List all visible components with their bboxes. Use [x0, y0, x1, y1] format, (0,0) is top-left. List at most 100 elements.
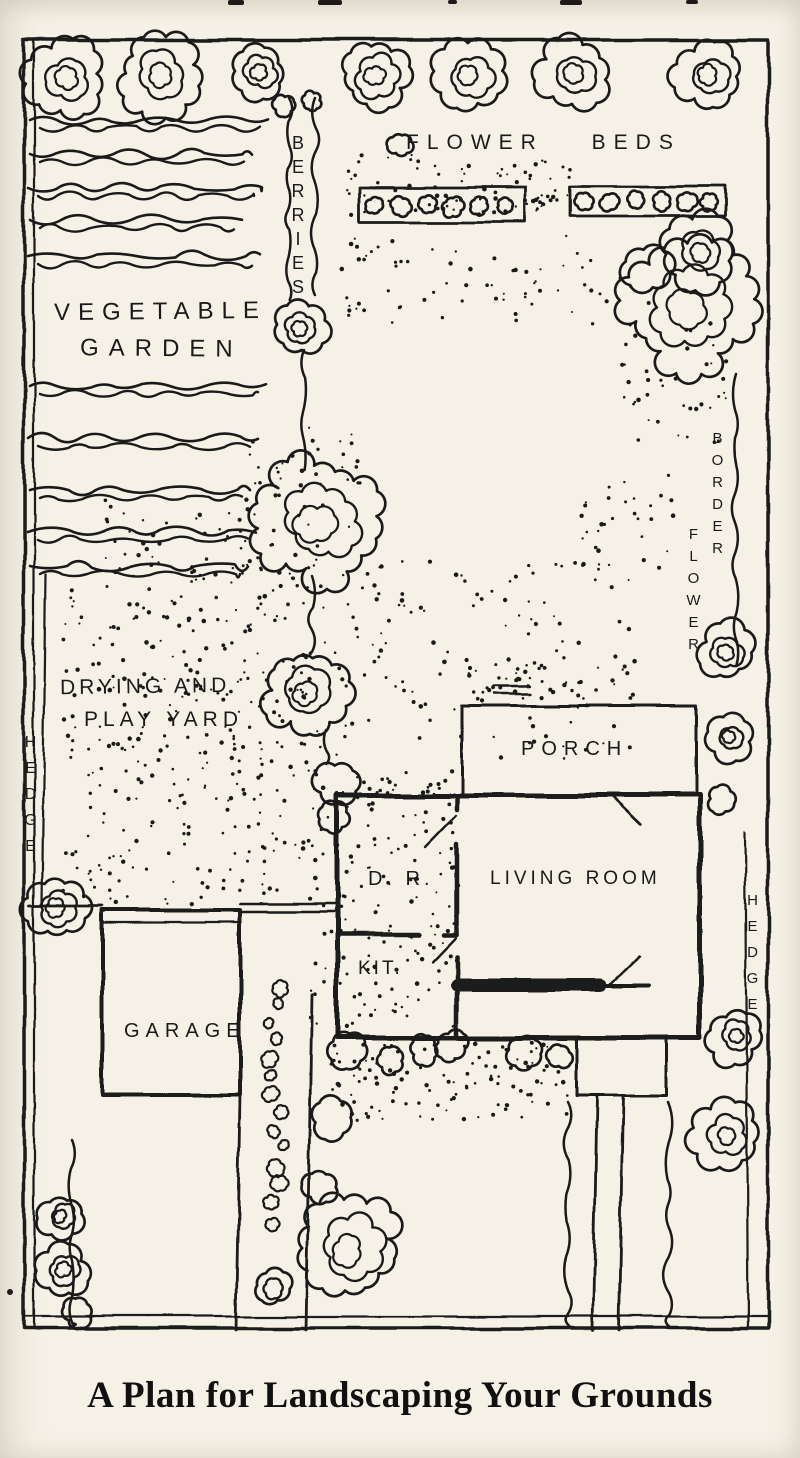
stipple-dot	[383, 1043, 386, 1047]
stipple-dot	[307, 523, 310, 526]
stipple-dot	[453, 1057, 457, 1060]
stipple-dot	[236, 680, 239, 683]
stipple-dot	[159, 639, 162, 642]
stipple-dot	[87, 773, 90, 777]
stipple-dot	[102, 530, 105, 533]
stipple-dot	[512, 163, 517, 168]
stipple-dot	[322, 931, 327, 936]
stipple-dot	[113, 789, 118, 793]
stipple-dot	[528, 716, 532, 720]
stipple-dot	[529, 1050, 533, 1054]
stipple-dot	[144, 640, 149, 645]
stipple-dot	[202, 531, 207, 536]
stipple-dot	[315, 558, 318, 561]
stipple-dot	[356, 481, 360, 485]
stipple-dot	[448, 861, 452, 865]
stipple-dot	[607, 563, 611, 567]
stipple-dot	[88, 805, 93, 810]
stipple-dot	[370, 1105, 374, 1109]
stipple-dot	[488, 1076, 494, 1082]
stipple-dot	[262, 902, 265, 906]
stipple-dot	[125, 895, 129, 898]
stipple-dot	[122, 828, 125, 832]
stipple-dot	[198, 751, 202, 755]
scan-mark	[7, 1289, 13, 1295]
stipple-dot	[641, 558, 646, 563]
stipple-dot	[367, 802, 371, 807]
bush-inner	[648, 263, 734, 348]
stipple-dot	[64, 851, 68, 855]
stipple-dot	[627, 745, 632, 750]
stipple-dot	[721, 376, 726, 381]
stipple-dot	[593, 545, 598, 550]
stipple-dot	[629, 285, 633, 289]
stipple-dot	[299, 741, 304, 746]
stipple-dot	[350, 1093, 353, 1096]
stipple-dot	[347, 192, 351, 196]
stipple-dot	[604, 299, 609, 304]
stipple-dot	[178, 794, 182, 798]
stipple-dot	[281, 660, 285, 663]
stipple-dot	[296, 688, 299, 692]
hedge-right-line	[743, 830, 750, 1330]
label-berries: BERRIES	[288, 133, 308, 301]
stipple-dot	[349, 441, 354, 446]
stipple-dot	[279, 814, 282, 818]
stipple-dot	[708, 321, 713, 326]
stipple-dot	[201, 618, 207, 624]
stipple-dot	[540, 205, 543, 208]
stipple-dot	[259, 602, 263, 606]
stipple-dot	[329, 1062, 333, 1066]
stipple-dot	[397, 603, 401, 607]
stipple-dot	[134, 838, 139, 844]
stipple-dot	[256, 822, 261, 826]
stipple-dot	[199, 684, 203, 688]
stipple-dot	[336, 1052, 339, 1055]
planting-line	[730, 372, 740, 668]
bush-blob	[504, 1034, 544, 1072]
stipple-dot	[316, 730, 319, 733]
stipple-dot	[259, 902, 263, 906]
stipple-dot	[189, 902, 194, 907]
stipple-dot	[389, 1044, 394, 1048]
bush-blob	[300, 1169, 339, 1206]
stipple-dot	[256, 652, 259, 655]
stipple-dot	[514, 180, 519, 185]
stipple-dot	[187, 778, 190, 781]
stipple-dot	[514, 205, 517, 208]
bush-inner	[283, 664, 332, 715]
stipple-dot	[498, 755, 504, 760]
stipple-dot	[402, 814, 405, 818]
stipple-dot	[437, 172, 441, 176]
bush-blob	[325, 1030, 369, 1071]
stipple-dot	[419, 1066, 423, 1070]
stipple-dot	[435, 924, 440, 929]
bush-core	[716, 1126, 737, 1147]
stipple-dot	[503, 209, 508, 214]
stipple-dot	[111, 625, 116, 629]
stipple-dot	[479, 597, 484, 601]
stipple-dot	[425, 789, 430, 794]
stipple-dot	[646, 301, 651, 305]
stipple-dot	[530, 198, 536, 204]
flower-bed-2	[568, 184, 727, 218]
stipple-dot	[464, 657, 469, 663]
stipple-dot	[64, 623, 67, 625]
stipple-dot	[337, 666, 342, 671]
bush-blob	[666, 38, 741, 110]
stipple-dot	[415, 877, 419, 881]
stipple-dot	[202, 577, 206, 581]
stipple-dot	[350, 1021, 354, 1025]
stipple-dot	[210, 688, 213, 691]
stipple-dot	[241, 787, 246, 792]
stipple-dot	[247, 559, 252, 564]
stipple-dot	[454, 1092, 458, 1096]
stipple-dot	[308, 896, 313, 901]
stipple-dot	[618, 276, 622, 280]
stipple-dot	[282, 840, 287, 845]
stipple-dot	[127, 736, 132, 741]
stipple-dot	[231, 772, 235, 776]
stipple-dot	[394, 1002, 398, 1006]
stipple-dot	[582, 697, 585, 700]
stipple-dot	[359, 884, 363, 889]
